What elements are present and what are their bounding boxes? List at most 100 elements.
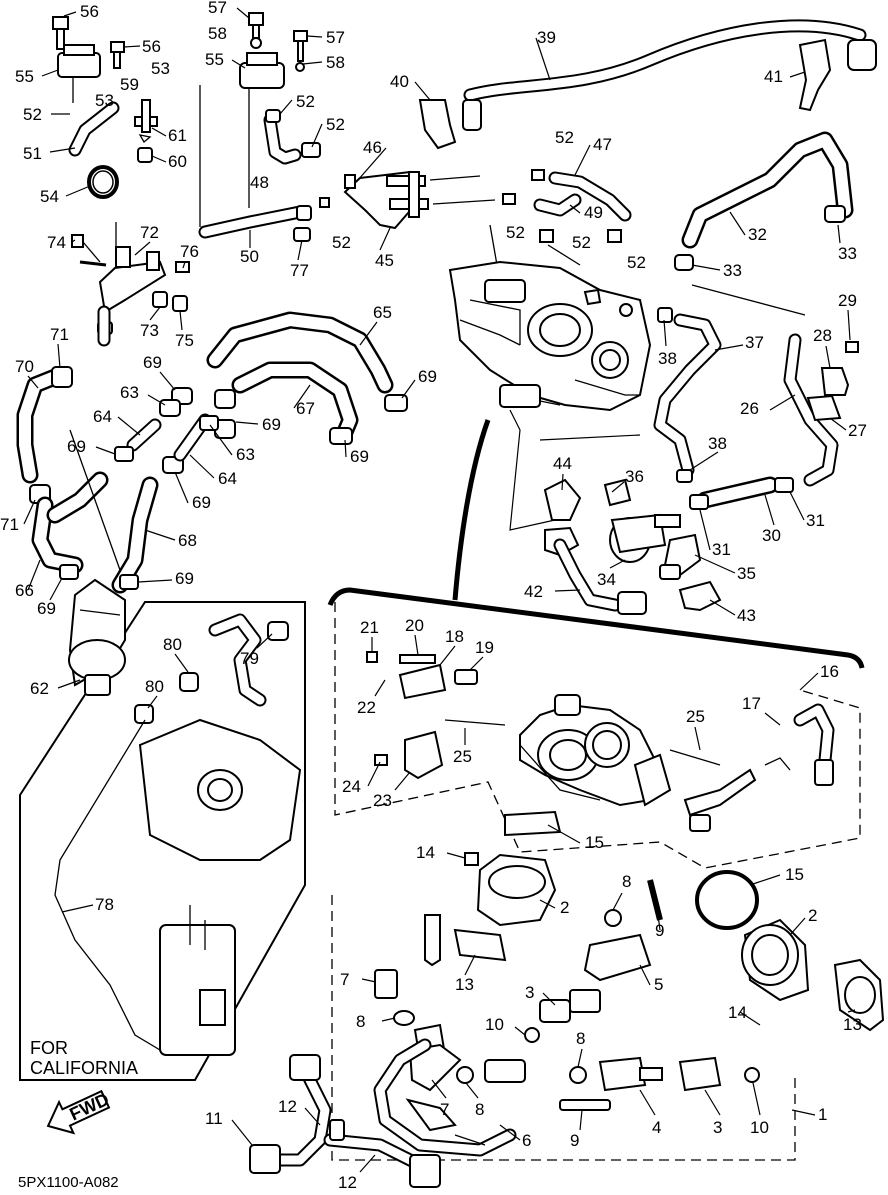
section-frames — [19, 419, 865, 1161]
callout-8: 8 — [576, 1029, 585, 1048]
callout-69: 69 — [418, 367, 437, 386]
callout-68: 68 — [178, 531, 197, 550]
callout-3: 3 — [525, 983, 534, 1002]
callout-4: 4 — [652, 1118, 661, 1137]
callout-16: 16 — [820, 662, 839, 681]
callout-23: 23 — [373, 791, 392, 810]
callout-8: 8 — [622, 872, 631, 891]
callout-63: 63 — [120, 383, 139, 402]
callout-2: 2 — [808, 906, 817, 925]
callout-8: 8 — [356, 1012, 365, 1031]
callout-33: 33 — [723, 261, 742, 280]
callout-29: 29 — [838, 291, 857, 310]
callout-9: 9 — [570, 1131, 579, 1150]
callout-45: 45 — [375, 251, 394, 270]
callout-31: 31 — [806, 511, 825, 530]
callout-52: 52 — [627, 253, 646, 272]
diagram-code: 5PX1100-A082 — [18, 1174, 119, 1191]
callout-3: 3 — [713, 1118, 722, 1137]
callout-56: 56 — [142, 37, 161, 56]
callout-80: 80 — [145, 677, 164, 696]
callout-11: 11 — [205, 1109, 223, 1128]
callout-77: 77 — [290, 261, 309, 280]
callout-33: 33 — [838, 244, 857, 263]
upper-left-sensors — [52, 12, 330, 242]
callout-7: 7 — [440, 1100, 449, 1119]
callout-52: 52 — [572, 233, 591, 252]
wire-harness — [249, 1054, 441, 1188]
callout-10: 10 — [485, 1015, 504, 1034]
california-note-line1: FOR — [30, 1038, 68, 1058]
callout-72: 72 — [140, 223, 159, 242]
callout-57: 57 — [326, 28, 345, 47]
callout-32: 32 — [748, 225, 767, 244]
callout-69: 69 — [192, 493, 211, 512]
fwd-arrow-icon: FWD — [46, 1089, 112, 1135]
callout-61: 61 — [168, 126, 187, 145]
engine-block-upper — [448, 260, 652, 412]
callout-44: 44 — [553, 454, 572, 473]
callout-52: 52 — [326, 115, 345, 134]
callout-52: 52 — [23, 105, 42, 124]
callout-10: 10 — [750, 1118, 769, 1137]
callout-25: 25 — [686, 707, 705, 726]
callout-31: 31 — [712, 540, 731, 559]
callout-53: 53 — [151, 59, 170, 78]
callout-78: 78 — [95, 895, 114, 914]
callout-34: 34 — [597, 570, 616, 589]
callout-57: 57 — [208, 0, 227, 17]
callout-55: 55 — [15, 67, 34, 86]
callout-37: 37 — [745, 333, 764, 352]
callout-54: 54 — [40, 187, 59, 206]
bracket-assembly — [71, 222, 190, 347]
callout-59: 59 — [120, 75, 139, 94]
callout-13: 13 — [455, 975, 474, 994]
callout-47: 47 — [593, 135, 612, 154]
callout-2: 2 — [560, 898, 569, 917]
callout-58: 58 — [208, 24, 227, 43]
callout-38: 38 — [658, 349, 677, 368]
callout-24: 24 — [342, 777, 361, 796]
callout-7: 7 — [340, 970, 349, 989]
callout-25: 25 — [453, 747, 472, 766]
callout-64: 64 — [218, 469, 237, 488]
callout-52: 52 — [555, 128, 574, 147]
callout-18: 18 — [445, 627, 464, 646]
callout-13: 13 — [843, 1015, 862, 1034]
callout-21: 21 — [360, 618, 379, 637]
callout-73: 73 — [140, 321, 159, 340]
right-middle-hoses — [653, 307, 859, 510]
callout-69: 69 — [67, 437, 86, 456]
callout-46: 46 — [363, 138, 382, 157]
callout-79: 79 — [240, 649, 259, 668]
callout-69: 69 — [262, 415, 281, 434]
callout-69: 69 — [350, 447, 369, 466]
callout-38: 38 — [708, 434, 727, 453]
callout-62: 62 — [30, 679, 49, 698]
callout-48: 48 — [250, 173, 269, 192]
callout-67: 67 — [296, 399, 315, 418]
callout-8: 8 — [475, 1100, 484, 1119]
callout-41: 41 — [764, 67, 783, 86]
callout-52: 52 — [506, 223, 525, 242]
left-hose-system — [16, 311, 408, 696]
callout-20: 20 — [405, 616, 424, 635]
callout-22: 22 — [357, 698, 376, 717]
callout-50: 50 — [240, 247, 259, 266]
callout-9: 9 — [655, 921, 664, 940]
callout-56: 56 — [80, 2, 99, 21]
callout-58: 58 — [326, 53, 345, 72]
upper-hoses — [343, 19, 877, 316]
callout-71: 71 — [0, 515, 19, 534]
callout-36: 36 — [625, 467, 644, 486]
callout-69: 69 — [175, 569, 194, 588]
callout-55: 55 — [205, 50, 224, 69]
callout-52: 52 — [332, 233, 351, 252]
callout-1: 1 — [818, 1105, 827, 1124]
california-canister — [54, 613, 302, 1056]
callout-39: 39 — [537, 28, 556, 47]
callout-49: 49 — [584, 203, 603, 222]
callout-14: 14 — [728, 1003, 747, 1022]
callout-12: 12 — [338, 1173, 357, 1192]
